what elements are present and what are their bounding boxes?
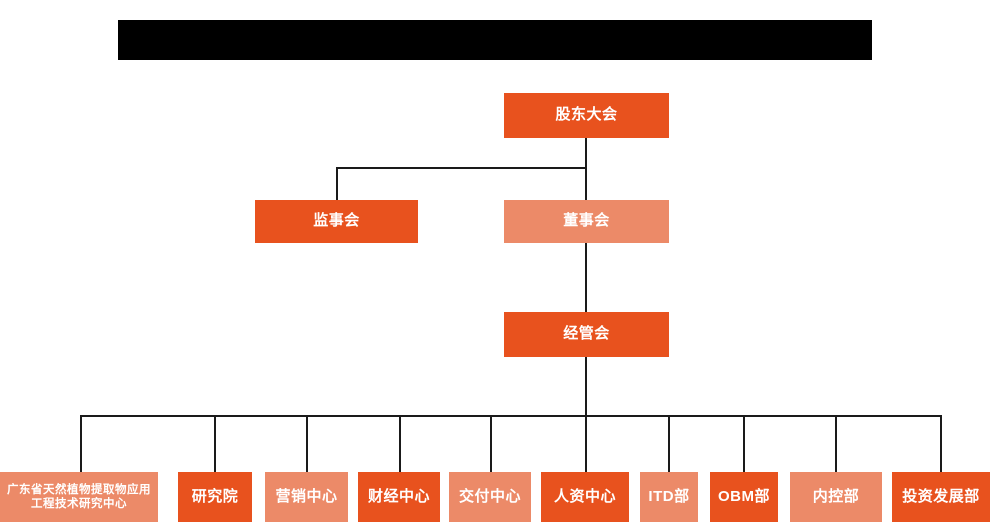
connector-department-bus [80, 415, 941, 417]
node-dept-institute[interactable]: 研究院 [178, 472, 252, 522]
node-dept-investment-development[interactable]: 投资发展部 [892, 472, 990, 522]
node-board-of-directors[interactable]: 董事会 [504, 200, 669, 243]
title-banner [118, 20, 872, 60]
node-dept-hr-center[interactable]: 人资中心 [541, 472, 629, 522]
node-dept-research-center[interactable]: 广东省天然植物提取物应用工程技术研究中心 [0, 472, 158, 522]
node-label: 监事会 [313, 212, 360, 230]
node-label: 交付中心 [458, 487, 521, 505]
node-dept-obm[interactable]: OBM部 [710, 472, 778, 522]
connector-level2-bus [336, 167, 587, 169]
node-label: ITD部 [648, 487, 690, 505]
node-label: 财经中心 [367, 487, 430, 505]
connector-drop-dept-10 [940, 415, 942, 472]
node-label: 董事会 [563, 212, 610, 230]
node-dept-marketing-center[interactable]: 营销中心 [265, 472, 348, 522]
node-label: 广东省天然植物提取物应用工程技术研究中心 [7, 483, 151, 510]
node-dept-delivery-center[interactable]: 交付中心 [449, 472, 531, 522]
node-label: OBM部 [718, 487, 770, 505]
node-label: 内控部 [812, 487, 860, 505]
node-label: 人资中心 [553, 487, 616, 505]
connector-drop-dept-2 [214, 415, 216, 472]
node-label: 研究院 [191, 487, 239, 505]
node-dept-internal-control[interactable]: 内控部 [790, 472, 882, 522]
connector-management-down [585, 357, 587, 416]
connector-drop-dept-5 [490, 415, 492, 472]
node-management-committee[interactable]: 经管会 [504, 312, 669, 357]
connector-drop-dept-6 [585, 415, 587, 472]
connector-drop-dept-8 [743, 415, 745, 472]
connector-drop-dept-3 [306, 415, 308, 472]
node-label: 投资发展部 [902, 487, 980, 505]
node-dept-itd[interactable]: ITD部 [640, 472, 698, 522]
node-label: 股东大会 [555, 106, 618, 124]
connector-shareholders-down [585, 138, 587, 168]
node-shareholders-meeting[interactable]: 股东大会 [504, 93, 669, 138]
node-dept-finance-center[interactable]: 财经中心 [358, 472, 440, 522]
node-board-of-supervisors[interactable]: 监事会 [255, 200, 418, 243]
connector-directors-to-management [585, 242, 587, 312]
connector-drop-dept-1 [80, 415, 82, 472]
connector-drop-dept-9 [835, 415, 837, 472]
connector-directors-drop [585, 167, 587, 201]
connector-drop-dept-4 [399, 415, 401, 472]
node-label: 经管会 [563, 325, 610, 343]
connector-drop-dept-7 [668, 415, 670, 472]
node-label: 营销中心 [275, 487, 338, 505]
connector-supervisors-drop [336, 167, 338, 201]
title-banner-label [118, 20, 872, 60]
